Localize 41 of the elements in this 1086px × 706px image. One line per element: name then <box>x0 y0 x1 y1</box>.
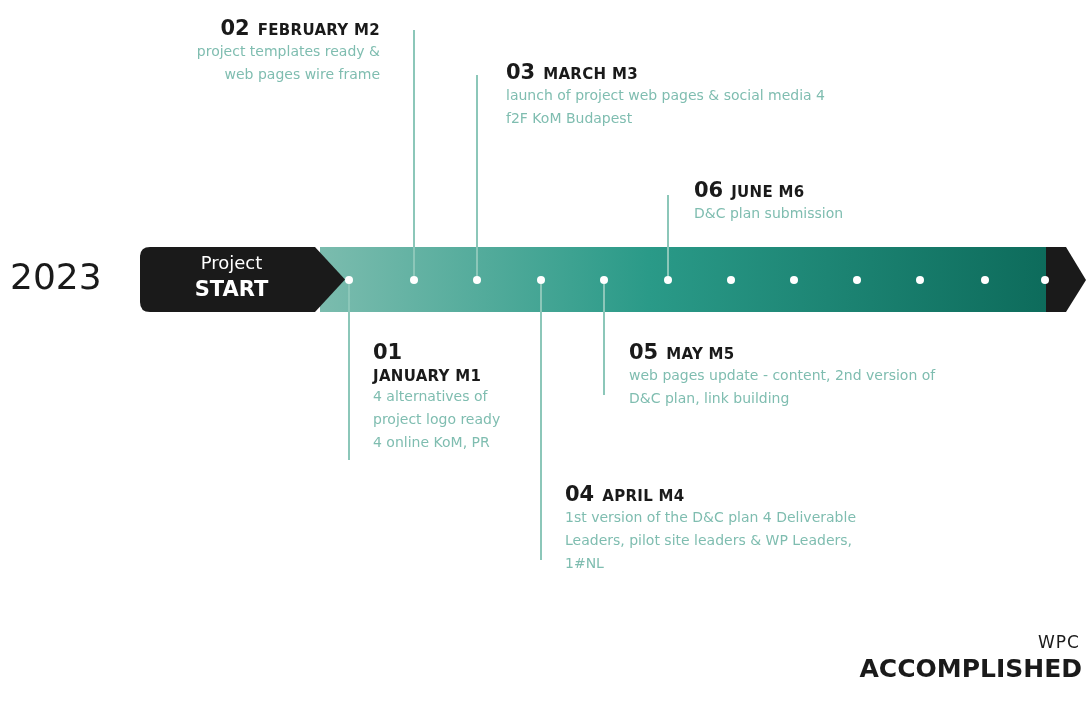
leader-line <box>540 283 542 561</box>
timeline-dot <box>981 276 989 284</box>
month-label: MAY M5 <box>666 345 735 363</box>
milestone-description: launch of project web pages & social media 4 f2F KoM Budapest <box>506 86 827 128</box>
step-number: 01 <box>373 340 403 364</box>
timeline-dot <box>916 276 924 284</box>
timeline-dot <box>537 276 545 284</box>
timeline-dot <box>410 276 418 284</box>
step-number: 05 <box>629 340 659 364</box>
leader-line <box>413 29 415 277</box>
leader-line <box>348 283 350 461</box>
milestone-description: 1st version of the D&C plan 4 Deliverable Leaders, pilot site leaders & WP Leaders, 1#NL <box>565 508 857 573</box>
timeline-dot <box>727 276 735 284</box>
milestone-description: web pages update - content, 2nd version of D&C plan, link building <box>629 366 937 408</box>
year-label: 2023 <box>10 256 102 297</box>
month-label: JANUARY M1 <box>373 367 482 385</box>
month-label: JUNE M6 <box>731 183 805 201</box>
month-label: MARCH M3 <box>543 65 638 83</box>
month-label: APRIL M4 <box>602 487 685 505</box>
start-label: START <box>193 277 270 301</box>
timeline-dot <box>345 276 353 284</box>
timeline-dot <box>790 276 798 284</box>
timeline-dot <box>473 276 481 284</box>
step-number: 03 <box>506 60 536 84</box>
status-label: ACCOMPLISHED <box>859 654 1082 683</box>
milestone-description: D&C plan submission <box>694 204 845 223</box>
milestone-description: 4 alternatives of project logo ready 4 online KoM, PR <box>373 387 502 452</box>
month-label: FEBRUARY M2 <box>257 21 380 39</box>
timeline-dot <box>1041 276 1049 284</box>
step-number: 04 <box>565 482 595 506</box>
timeline-dot <box>853 276 861 284</box>
timeline-dot <box>600 276 608 284</box>
status-caption: WPC <box>1038 632 1080 652</box>
milestone-description: project templates ready & web pages wire frame <box>195 42 380 84</box>
step-number: 02 <box>220 16 250 40</box>
leader-line <box>476 74 478 277</box>
start-caption: Project <box>199 252 264 273</box>
leader-line <box>667 194 669 277</box>
leader-line <box>603 283 605 396</box>
step-number: 06 <box>694 178 724 202</box>
timeline-dot <box>664 276 672 284</box>
